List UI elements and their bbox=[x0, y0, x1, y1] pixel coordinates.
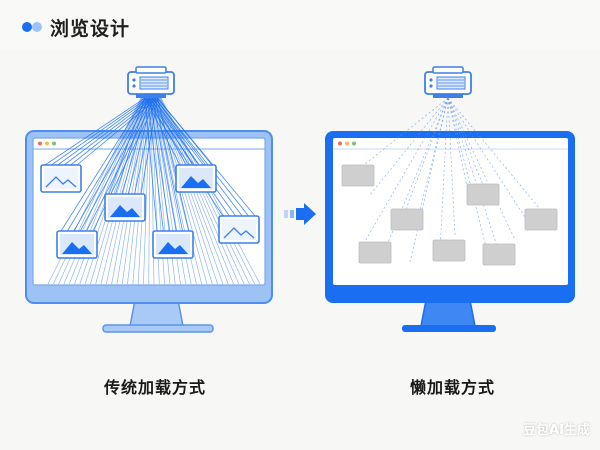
loaded-image-icon bbox=[175, 164, 217, 193]
load-ray bbox=[447, 97, 501, 256]
load-ray bbox=[149, 97, 237, 217]
header-dot-icon bbox=[22, 22, 32, 32]
load-ray bbox=[67, 97, 148, 232]
load-ray bbox=[447, 97, 491, 263]
image-placeholder bbox=[482, 243, 516, 266]
window-close-icon bbox=[338, 141, 342, 146]
loaded-image-icon bbox=[218, 215, 260, 244]
load-ray bbox=[143, 97, 151, 285]
loaded-image-icon bbox=[152, 230, 194, 259]
load-ray bbox=[73, 97, 151, 232]
monitor-stand bbox=[420, 299, 476, 327]
lazy-placeholder-images bbox=[341, 164, 558, 266]
load-ray bbox=[100, 97, 147, 285]
load-ray bbox=[127, 97, 153, 195]
lazy-loading-caption: 懒加载方式 bbox=[410, 378, 496, 397]
load-ray bbox=[105, 97, 147, 285]
load-ray bbox=[152, 97, 243, 217]
load-ray bbox=[157, 97, 256, 217]
load-ray bbox=[115, 97, 148, 195]
load-ray bbox=[447, 97, 471, 201]
window-minimize-icon bbox=[345, 141, 349, 146]
load-ray bbox=[51, 97, 148, 166]
load-ray bbox=[132, 97, 150, 285]
window-maximize-icon bbox=[352, 141, 356, 146]
window-minimize-icon bbox=[45, 141, 49, 146]
traditional-loading-caption: 传统加载方式 bbox=[104, 378, 207, 397]
monitor-base bbox=[102, 324, 214, 333]
load-ray bbox=[439, 97, 449, 251]
monitor-base bbox=[402, 325, 496, 332]
load-ray bbox=[154, 97, 249, 217]
arrow-right-icon bbox=[284, 203, 316, 225]
load-ray bbox=[147, 97, 230, 217]
load-ray bbox=[152, 97, 177, 232]
window-close-icon bbox=[38, 141, 42, 146]
lazy-server-icon bbox=[424, 66, 472, 98]
traditional-server-icon bbox=[127, 66, 175, 98]
load-ray bbox=[447, 97, 486, 191]
loaded-image-icon bbox=[104, 193, 146, 222]
load-ray bbox=[447, 97, 456, 236]
load-ray bbox=[86, 97, 156, 232]
load-ray bbox=[134, 97, 156, 195]
traditional-loaded-images bbox=[40, 164, 260, 259]
image-placeholder bbox=[466, 183, 500, 206]
load-ray bbox=[447, 97, 516, 241]
load-ray bbox=[44, 97, 146, 166]
page-header: 浏览设计 bbox=[0, 0, 600, 50]
loaded-image-icon bbox=[40, 164, 82, 193]
load-ray bbox=[79, 97, 153, 232]
image-placeholder bbox=[390, 208, 424, 231]
lazy-monitor bbox=[325, 131, 575, 332]
load-ray bbox=[108, 97, 146, 195]
load-ray bbox=[57, 97, 151, 166]
load-ray bbox=[144, 97, 224, 217]
image-placeholder bbox=[524, 208, 558, 231]
load-ray bbox=[369, 97, 449, 196]
loaded-image-icon bbox=[56, 230, 98, 259]
load-ray bbox=[447, 97, 546, 216]
image-placeholder bbox=[358, 241, 392, 264]
page-title: 浏览设计 bbox=[50, 18, 131, 40]
watermark-text: 豆包AI生成 bbox=[523, 423, 590, 438]
load-ray bbox=[148, 97, 151, 285]
load-ray bbox=[144, 97, 158, 232]
header-dot-accent-icon bbox=[32, 22, 42, 32]
window-maximize-icon bbox=[52, 141, 56, 146]
image-placeholder bbox=[341, 164, 375, 187]
image-placeholder bbox=[432, 239, 466, 262]
load-ray bbox=[60, 97, 146, 232]
load-ray bbox=[409, 97, 449, 263]
load-ray bbox=[121, 97, 151, 195]
load-ray bbox=[144, 97, 181, 166]
load-ray bbox=[149, 97, 171, 232]
load-ray bbox=[399, 97, 449, 226]
load-ray bbox=[147, 97, 164, 232]
